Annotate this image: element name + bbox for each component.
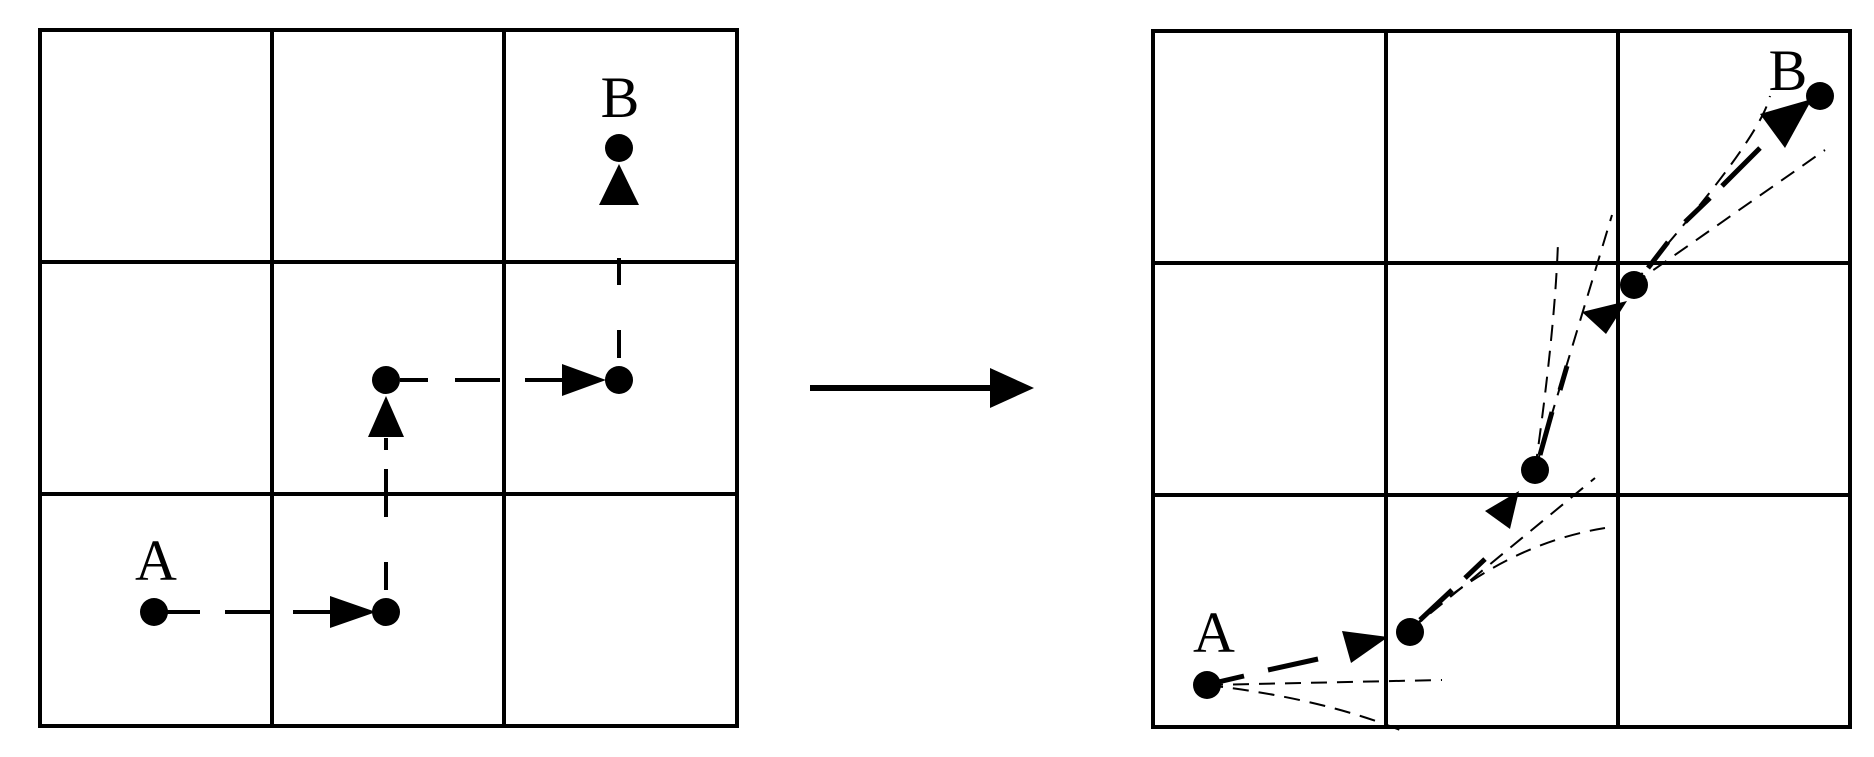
candidate-curve — [1409, 527, 1606, 631]
transform-arrow — [810, 368, 1034, 408]
right-path-dash — [1646, 240, 1670, 270]
right-label-b: B — [1769, 38, 1808, 103]
right-path-dash — [1537, 411, 1555, 456]
right-path-dash — [1418, 588, 1454, 622]
right-path-dash — [1463, 557, 1487, 580]
candidate-curve — [1534, 214, 1613, 471]
left-node — [605, 366, 633, 394]
right-path-dash — [1557, 365, 1570, 391]
right-path-dash — [1683, 196, 1712, 224]
right-path-dash — [1267, 656, 1319, 673]
right-arrowheads — [1342, 99, 1812, 663]
right-node-b — [1806, 82, 1834, 110]
right-candidate-curves — [1206, 95, 1826, 731]
candidate-curve — [1409, 477, 1596, 631]
left-nodes — [140, 134, 633, 626]
left-node — [372, 366, 400, 394]
candidate-curve — [1534, 241, 1559, 471]
right-arrowhead — [1342, 631, 1388, 663]
right-path-dash — [1720, 146, 1762, 188]
left-node-a — [140, 598, 168, 626]
candidate-curve — [1206, 684, 1401, 731]
right-node — [1396, 618, 1424, 646]
right-label-a: A — [1193, 600, 1235, 665]
right-arrowhead — [1582, 301, 1627, 334]
right-smoothed-path — [1213, 146, 1762, 686]
right-node — [1620, 271, 1648, 299]
left-arrowhead — [599, 164, 639, 205]
right-arrowhead — [1485, 491, 1519, 529]
left-node-b — [605, 134, 633, 162]
left-arrowhead — [562, 364, 606, 396]
right-node-a — [1193, 671, 1221, 699]
left-arrowhead — [330, 596, 376, 628]
right-nodes — [1193, 82, 1834, 699]
left-arrowheads — [330, 164, 639, 628]
left-node — [372, 598, 400, 626]
candidate-curve — [1631, 95, 1771, 286]
left-arrowhead — [368, 396, 404, 437]
right-arrowhead — [1760, 99, 1812, 148]
right-node — [1521, 456, 1549, 484]
right-panel: A B — [1151, 29, 1852, 731]
right-grid — [1151, 29, 1852, 729]
left-label-b: B — [601, 65, 640, 130]
left-label-a: A — [135, 528, 177, 593]
left-panel: A B — [38, 28, 739, 728]
candidate-curve — [1206, 679, 1443, 686]
candidate-curve — [1631, 149, 1826, 286]
